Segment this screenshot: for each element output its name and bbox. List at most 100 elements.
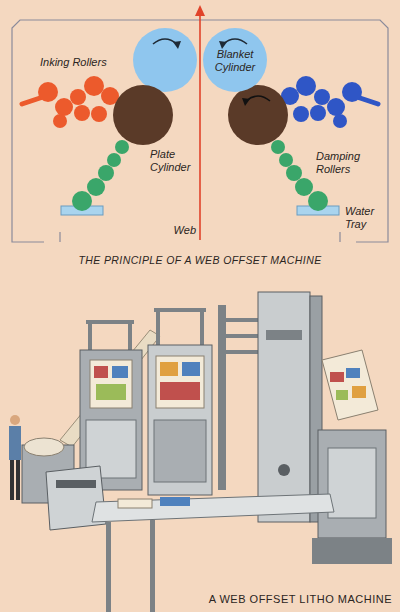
part-label: Damping Rollers (316, 150, 374, 175)
unit-frame-bar (88, 322, 92, 352)
inking-roller (70, 89, 86, 105)
printed-sheet (156, 356, 204, 408)
tower-bar (222, 334, 258, 338)
inking-roller (74, 105, 90, 121)
web-arrow-head (195, 5, 205, 16)
unit-frame-bar (86, 320, 134, 324)
person-head (10, 415, 20, 425)
damping-roller (271, 140, 285, 154)
damping-roller (107, 153, 121, 167)
tower-frame (218, 305, 226, 490)
damping-roller (72, 191, 92, 211)
unit-frame-bar (128, 322, 132, 352)
arrow-head (219, 41, 227, 49)
person-leg (16, 460, 20, 500)
table-leg (150, 520, 155, 612)
folder-panel (328, 448, 376, 518)
person-leg (10, 460, 14, 500)
unit-frame-bar (200, 310, 204, 348)
folder-unit (318, 430, 386, 538)
inking-roller (55, 98, 73, 116)
rotation-arrow (246, 96, 270, 101)
cylinder-label: Blanket Cylinder (209, 48, 261, 73)
cylinder-node: Blanket Cylinder (203, 28, 267, 92)
inking-roller (310, 105, 326, 121)
sheet-picture (182, 362, 200, 376)
damping-roller (279, 153, 293, 167)
damping-roller (295, 178, 313, 196)
damping-roller (286, 165, 302, 181)
label-holder: Web (166, 224, 196, 237)
tower-wheel (278, 464, 290, 476)
unit-panel (154, 420, 206, 482)
printed-sheet (90, 360, 132, 408)
sheet-picture (112, 366, 128, 378)
folder-tower (258, 292, 310, 522)
damping-roller (87, 178, 105, 196)
label-holder: Water Tray (345, 205, 383, 230)
diagram-caption: THE PRINCIPLE OF A WEB OFFSET MACHINE (0, 254, 400, 266)
sheet-picture (336, 390, 348, 400)
tower-bar (222, 318, 258, 322)
cylinder-label: Plate Cylinder (150, 148, 200, 173)
unit-frame-bar (154, 308, 206, 312)
cylinder-circle (113, 85, 173, 145)
part-label: Water Tray (345, 205, 383, 230)
inking-roller (327, 98, 345, 116)
arrow-head (173, 41, 181, 49)
figure-caption: A WEB OFFSET LITHO MACHINE (170, 593, 392, 606)
arrow-head (242, 98, 250, 106)
node-text-holder: Plate Cylinder (150, 148, 200, 173)
sheet-picture (94, 366, 108, 378)
damping-roller (98, 165, 114, 181)
inking-roller (314, 89, 330, 105)
part-label: Web (166, 224, 196, 237)
label-holder: Inking Rollers (40, 56, 120, 69)
sheet-picture (96, 384, 126, 400)
label-holder: Damping Rollers (316, 150, 374, 175)
blanket-cylinder (133, 28, 197, 92)
inking-roller (333, 114, 347, 128)
inking-roller (53, 114, 67, 128)
plate-cylinder (228, 85, 288, 145)
tower-bar (222, 350, 258, 354)
inking-roller (342, 82, 362, 102)
cylinder-node: Plate Cylinder (113, 85, 201, 177)
paper-web-line (199, 14, 201, 240)
inking-roller (296, 76, 316, 96)
node-text-holder: Blanket Cylinder (209, 48, 261, 73)
cylinder-circle (203, 28, 267, 92)
folder-base (312, 538, 392, 564)
rotation-arrow (153, 39, 177, 44)
caption-holder: A WEB OFFSET LITHO MACHINE (170, 593, 392, 606)
inking-roller (91, 106, 107, 122)
inking-roller (84, 76, 104, 96)
tower-detail (266, 330, 302, 340)
sheet-picture (160, 362, 178, 376)
inking-roller (293, 106, 309, 122)
delivery-table (92, 494, 334, 522)
roller-handle (22, 98, 40, 104)
sheet-picture (346, 368, 360, 378)
inking-roller (38, 82, 58, 102)
rotation-arrow (223, 39, 247, 44)
sheet-picture (352, 386, 366, 398)
sheet-picture (160, 382, 200, 400)
roller-handle (360, 98, 378, 104)
table-leg (106, 522, 111, 612)
part-label: Inking Rollers (40, 56, 120, 69)
unit-frame-bar (156, 310, 160, 348)
label-holder: THE PRINCIPLE OF A WEB OFFSET MACHINE (0, 254, 400, 266)
sheet-picture (330, 372, 344, 382)
printing-unit (148, 345, 212, 495)
damping-roller (308, 191, 328, 211)
printed-sheet (160, 497, 190, 506)
paper-reel (24, 438, 64, 456)
printed-sheet (322, 350, 378, 420)
console-panel (56, 480, 96, 488)
damping-roller (115, 140, 129, 154)
printed-sheet (118, 499, 152, 508)
person-body (9, 426, 21, 460)
